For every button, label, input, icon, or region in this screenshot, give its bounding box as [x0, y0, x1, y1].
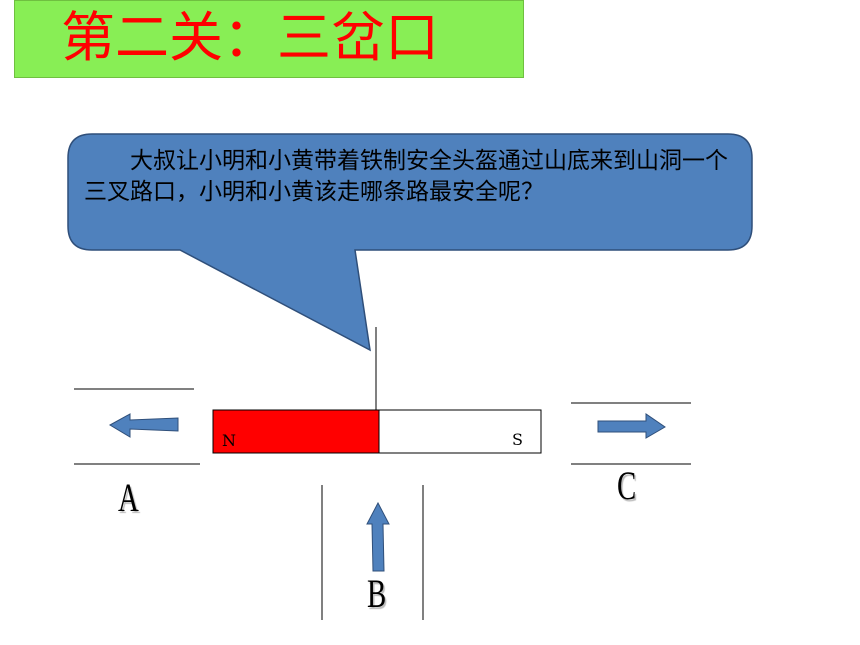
magnet-north-label: N [222, 431, 236, 450]
magnet-south-label: S [512, 430, 523, 449]
title-banner: 第二关：三岔口 [14, 0, 524, 78]
magnet-north [212, 409, 380, 454]
arrow-left-icon [108, 413, 179, 438]
magnet-south [378, 409, 542, 454]
arrow-up-icon [366, 501, 390, 572]
path-a-label: A [118, 475, 139, 520]
path-c-label: C [617, 463, 637, 508]
speech-bubble-text: 大叔让小明和小黄带着铁制安全头盔通过山底来到山洞一个三叉路口，小明和小黄该走哪条… [84, 148, 728, 205]
arrow-right-icon [597, 413, 666, 439]
page-title: 第二关：三岔口 [61, 6, 439, 69]
path-b-label: B [367, 571, 387, 616]
speech-bubble [67, 133, 753, 352]
